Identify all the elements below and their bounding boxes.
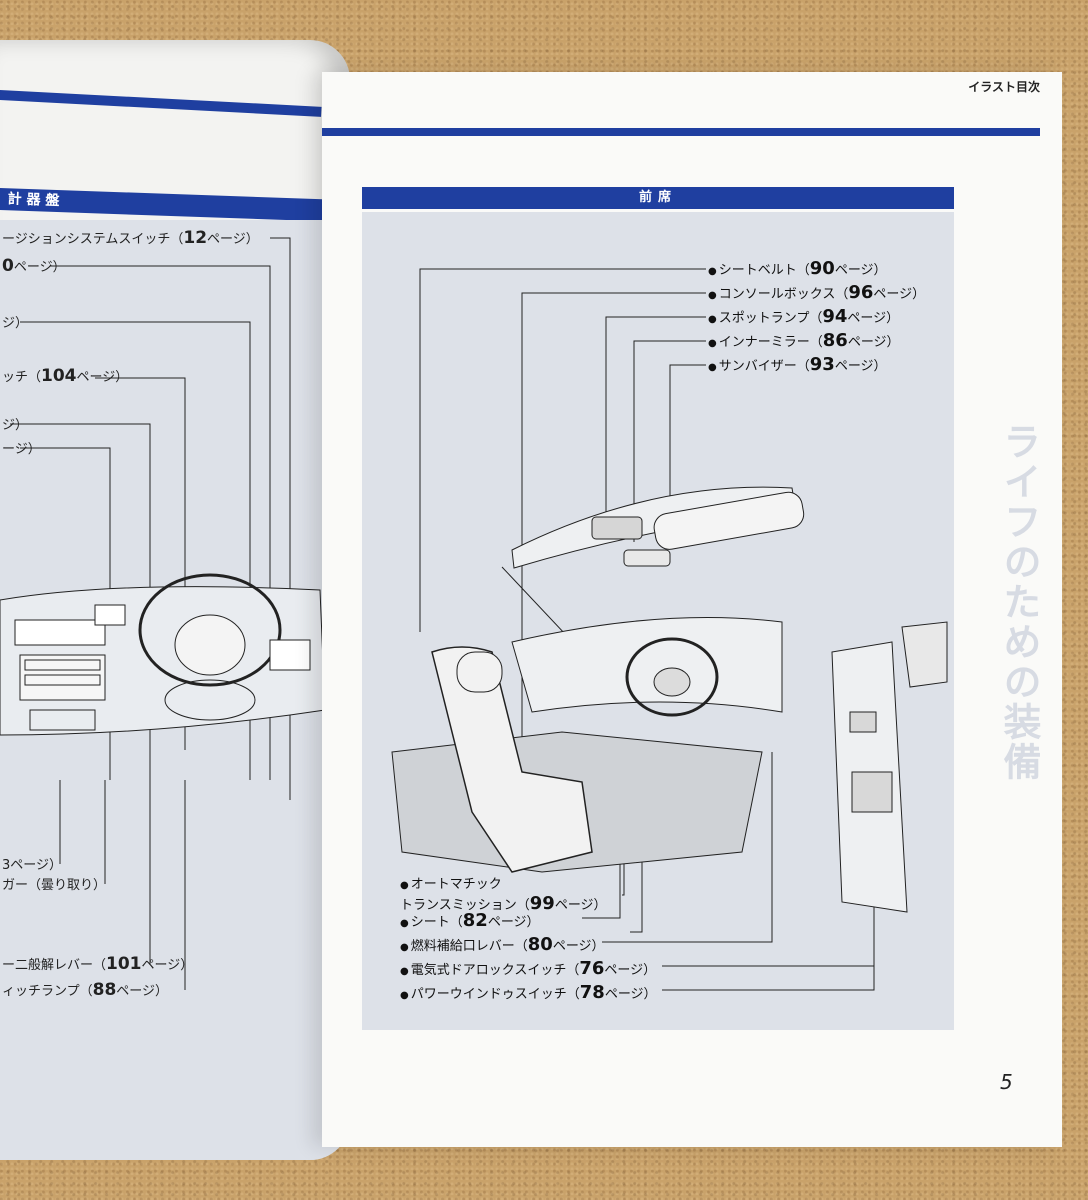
left-callout-3: ッチ（104ページ）: [2, 366, 129, 386]
left-callout-0: ージションシステムスイッチ（12ページ）: [2, 228, 259, 248]
left-callout-7: ガー（曇り取り）: [2, 878, 107, 893]
left-callout-6: 3ページ）: [2, 858, 63, 873]
callout-door-lock-switch: ●電気式ドアロックスイッチ（76ページ）: [400, 958, 657, 979]
left-callout-5: ージ）: [2, 442, 41, 457]
left-top-rule: [0, 90, 322, 117]
callout-seatbelt: ●シートベルト（90ページ）: [708, 258, 887, 279]
right-top-rule: [322, 128, 1040, 136]
dashboard-illustration: [0, 573, 326, 736]
left-callout-8: ー二般解レバー（101ページ）: [2, 954, 194, 974]
callout-fuel-door-lever: ●燃料補給口レバー（80ページ）: [400, 934, 605, 955]
callout-spot-lamp: ●スポットランプ（94ページ）: [708, 306, 900, 327]
callout-inner-mirror: ●インナーミラー（86ページ）: [708, 330, 900, 351]
left-callout-9: ィッチランプ（88ページ）: [2, 980, 169, 1000]
background-watermark-text: ライフのための装備: [997, 422, 1041, 782]
front-seat-illustration: [391, 268, 948, 991]
left-callout-1: 0ページ）: [2, 256, 66, 276]
right-section-title: 前席: [362, 187, 954, 209]
page-number: 5: [1000, 1070, 1013, 1094]
callout-power-window-switch: ●パワーウインドゥスイッチ（78ページ）: [400, 982, 657, 1003]
left-callout-4: ジ）: [2, 418, 29, 433]
left-callout-2: ジ）: [2, 316, 29, 331]
right-page: イラスト目次 前席 ライフのための装備 ●シートベルト（90ページ） ●コンソー…: [322, 72, 1062, 1147]
callout-sun-visor: ●サンバイザー（93ページ）: [708, 354, 887, 375]
right-illustration-panel: ライフのための装備 ●シートベルト（90ページ） ●コンソールボックス（96ペー…: [362, 212, 1041, 1030]
callout-automatic-transmission: ●オートマチック トランスミッション（99ページ）: [400, 877, 607, 914]
section-index-header: イラスト目次: [968, 80, 1040, 94]
left-page: 計 器 盤 ージションシステムスイッチ（12ページ） 0ページ） ジ） ッチ（1…: [0, 40, 350, 1160]
left-section-title: 計 器 盤: [0, 188, 330, 222]
callout-console-box: ●コンソールボックス（96ページ）: [708, 282, 926, 303]
callout-seat: ●シート（82ページ）: [400, 910, 540, 931]
left-illustration-panel: ージションシステムスイッチ（12ページ） 0ページ） ジ） ッチ（104ページ）…: [0, 220, 340, 1160]
